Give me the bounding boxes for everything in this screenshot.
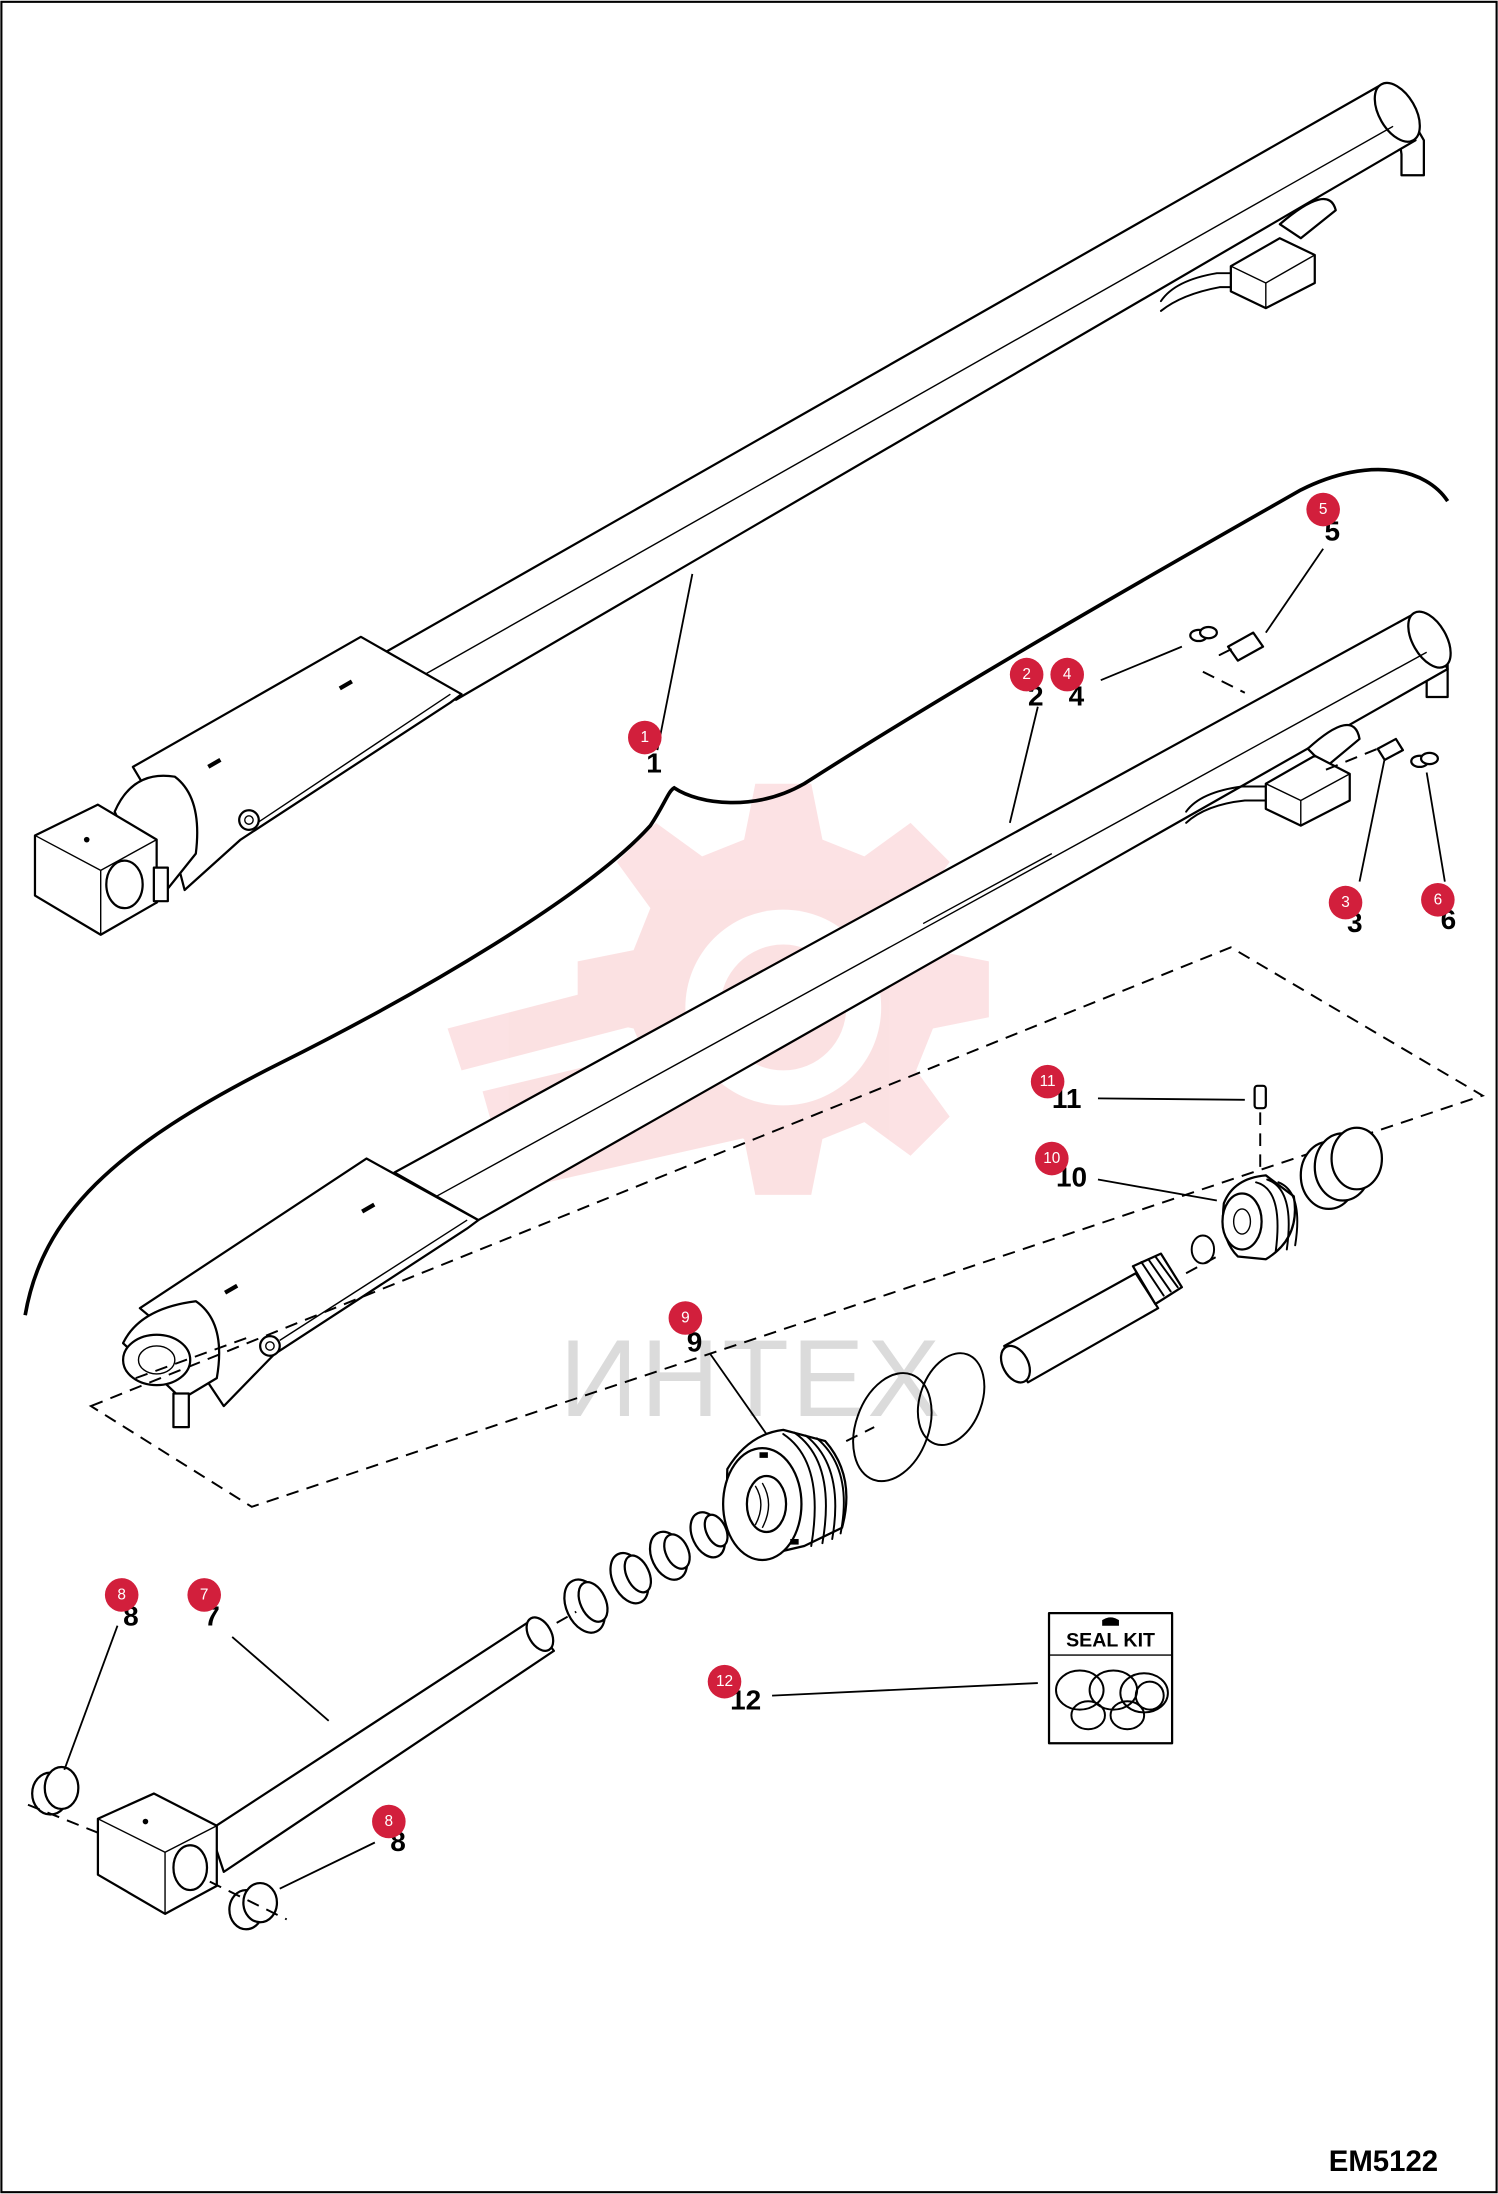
cutaway-boundary — [23, 467, 1450, 1316]
callout-7: 7 7 — [187, 1578, 221, 1632]
svg-text:12: 12 — [716, 1673, 733, 1690]
bushing-left — [27, 1765, 99, 1834]
callout-10: 10 10 — [1035, 1141, 1087, 1193]
drawing-code: EM5122 — [1329, 2145, 1438, 2178]
callout-badge: 5 — [1306, 492, 1340, 527]
svg-text:9: 9 — [687, 1327, 703, 1358]
cylinder-assembly-top — [33, 81, 1425, 936]
callout-badge: 11 — [1030, 1064, 1065, 1099]
callout-1: 1 1 — [628, 720, 662, 779]
svg-text:8: 8 — [117, 1586, 126, 1603]
callout-9: 9 9 — [668, 1301, 703, 1358]
seal-kit-label: SEAL KIT — [1066, 1630, 1155, 1652]
callout-11: 11 11 — [1030, 1064, 1081, 1114]
watermark-text: ИНТЕХ — [559, 1318, 942, 1440]
seal-rings — [563, 1511, 729, 1634]
callout-6: 6 6 — [1421, 883, 1456, 935]
callout-2: 2 2 — [1009, 657, 1044, 711]
callout-badge: 8 — [104, 1578, 139, 1612]
leader-lines — [63, 548, 1446, 1890]
svg-text:7: 7 — [200, 1586, 209, 1603]
svg-text:4: 4 — [1063, 666, 1072, 683]
callout-badge: 3 — [1328, 885, 1363, 920]
svg-text:1: 1 — [646, 748, 662, 779]
callout-badge: 10 — [1035, 1141, 1069, 1176]
callout-badge: 7 — [187, 1578, 221, 1612]
callout-8-right: 8 8 — [372, 1804, 406, 1857]
callout-5: 5 5 — [1306, 492, 1340, 546]
assembly-dashed-outline — [88, 946, 1485, 1508]
seal-kit-box: SEAL KIT — [1047, 1611, 1174, 1745]
callout-12: 12 12 — [707, 1664, 761, 1716]
callout-8-left: 8 8 — [104, 1578, 139, 1632]
svg-text:8: 8 — [385, 1813, 394, 1830]
piston — [1190, 1126, 1384, 1265]
svg-text:1: 1 — [641, 729, 650, 746]
cylinder-rod — [96, 1610, 577, 1915]
svg-text:3: 3 — [1341, 894, 1350, 911]
callout-4: 4 4 — [1050, 657, 1085, 711]
svg-text:6: 6 — [1434, 891, 1443, 908]
callout-badge: 8 — [372, 1804, 406, 1839]
svg-text:2: 2 — [1022, 666, 1031, 683]
callout-badge: 2 — [1009, 657, 1044, 692]
callout-badge: 1 — [628, 720, 662, 755]
callout-3: 3 3 — [1328, 885, 1363, 938]
svg-text:9: 9 — [681, 1309, 690, 1326]
callout-badge: 6 — [1421, 883, 1455, 917]
gland — [722, 1426, 875, 1562]
svg-text:10: 10 — [1043, 1150, 1060, 1167]
callout-badge: 12 — [707, 1664, 742, 1699]
svg-text:11: 11 — [1040, 1073, 1056, 1090]
fitting-parts — [1189, 625, 1439, 769]
callout-badge: 4 — [1050, 657, 1084, 692]
set-screw — [1253, 1084, 1267, 1176]
cylinder-assembly-bottom — [121, 610, 1452, 1429]
bushing-right — [209, 1880, 288, 1931]
svg-text:5: 5 — [1319, 501, 1328, 518]
callout-badge: 9 — [668, 1301, 703, 1335]
piston-rod — [999, 1252, 1221, 1384]
o-rings — [852, 1352, 986, 1483]
